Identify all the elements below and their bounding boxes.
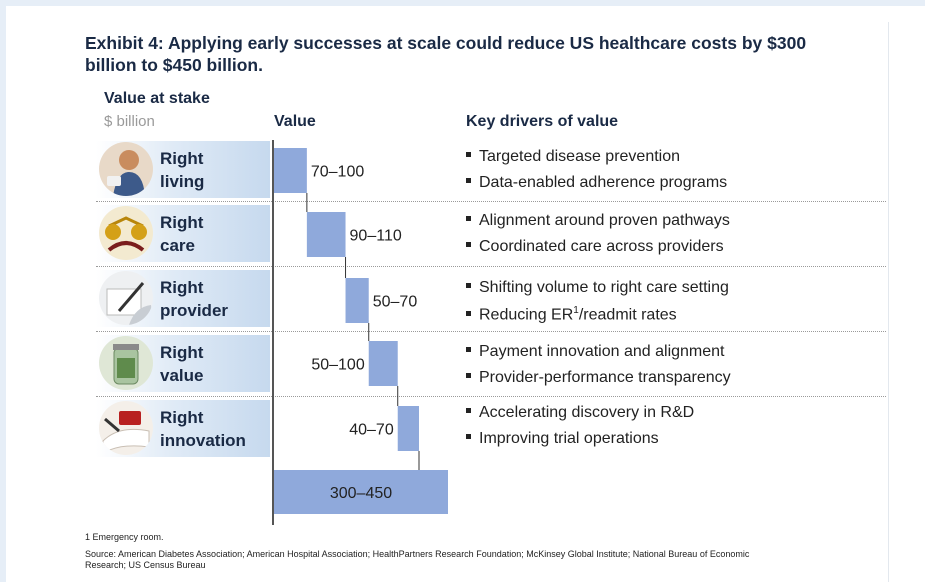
driver-item: Improving trial operations [466,430,659,448]
bullet-icon [466,373,471,379]
driver-item: Targeted disease prevention [466,148,680,166]
scales-and-stethoscope-photo [99,206,153,260]
frame-right-border [888,22,889,582]
footnote-emergency-room: 1 Emergency room. [85,532,164,542]
driver-item: Data-enabled adherence programs [466,174,727,192]
bullet-icon [466,242,471,248]
exhibit-title: Exhibit 4: Applying early successes at s… [85,33,807,75]
driver-item: Payment innovation and alignment [466,343,725,361]
bullet-icon [466,310,471,316]
bullet-icon [466,178,471,184]
key-drivers-header: Key drivers of value [466,113,619,130]
value-at-stake-header: Value at stake [104,90,210,107]
row-divider [96,396,886,397]
bullet-icon [466,408,471,414]
unit-label: $ billion [104,113,155,130]
value-header: Value [274,113,316,130]
bullet-icon [466,434,471,440]
bullet-icon [466,152,471,158]
driver-item: Provider-performance transparency [466,369,731,387]
row-divider [96,201,886,202]
driver-item: Accelerating discovery in R&D [466,404,694,422]
driver-item: Shifting volume to right care setting [466,279,729,297]
row-divider [96,331,886,332]
bullet-icon [466,347,471,353]
frame-left-border [0,0,6,582]
bullet-icon [466,283,471,289]
lab-research-photo [99,401,153,455]
source-note: Source: American Diabetes Association; A… [85,549,750,570]
driver-item: Reducing ER1/readmit rates [466,305,677,324]
footnote-marker: 1 [573,305,579,316]
bullet-icon [466,216,471,222]
doctor-writing-photo [99,271,153,325]
chart-value-axis [272,140,274,525]
money-jar-photo [99,336,153,390]
frame-top-border [0,0,925,6]
driver-item: Alignment around proven pathways [466,212,730,230]
driver-item: Coordinated care across providers [466,238,724,256]
row-divider [96,266,886,267]
person-with-pills-photo [99,142,153,196]
